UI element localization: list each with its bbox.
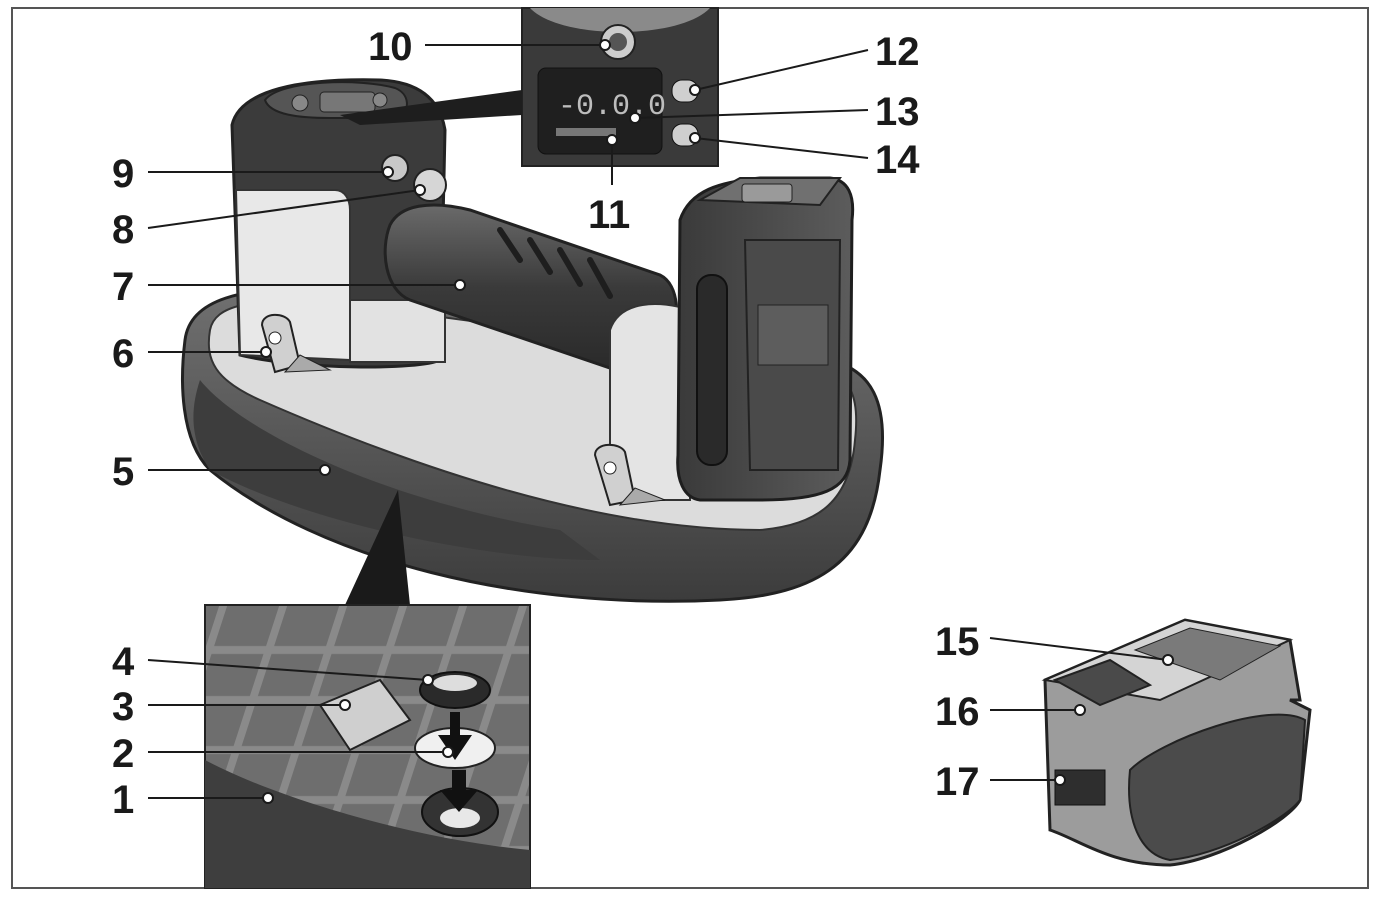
- filter-3-icon: [318, 678, 412, 752]
- callout-16: 16: [935, 690, 980, 734]
- battery-pack: [1041, 618, 1312, 867]
- callout-11: 11: [588, 193, 630, 237]
- callout-3: 3: [112, 685, 134, 729]
- callout-6: 6: [112, 332, 134, 376]
- valve-inset: [204, 490, 531, 889]
- callout-15: 15: [935, 620, 980, 664]
- callout-2: 2: [112, 732, 134, 776]
- arrow-down-icon: [438, 712, 472, 760]
- display-inset: -0.0.0: [340, 7, 719, 167]
- callout-17: 17: [935, 760, 980, 804]
- release-button-16-icon: [1052, 658, 1153, 707]
- callout-13: 13: [875, 90, 920, 134]
- vacuum-lifter: [181, 78, 885, 603]
- leader-lines: [147, 44, 1169, 799]
- callout-12: 12: [875, 30, 920, 74]
- callout-8: 8: [112, 208, 134, 252]
- callout-14: 14: [875, 138, 920, 182]
- callout-9: 9: [112, 152, 134, 196]
- arrow-down-icon: [440, 770, 478, 812]
- callout-7: 7: [112, 265, 134, 309]
- callout-4: 4: [112, 640, 135, 684]
- callout-5: 5: [112, 450, 134, 494]
- display-readout: -0.0.0: [558, 90, 666, 124]
- callout-10: 10: [368, 25, 413, 69]
- callout-1: 1: [112, 778, 134, 822]
